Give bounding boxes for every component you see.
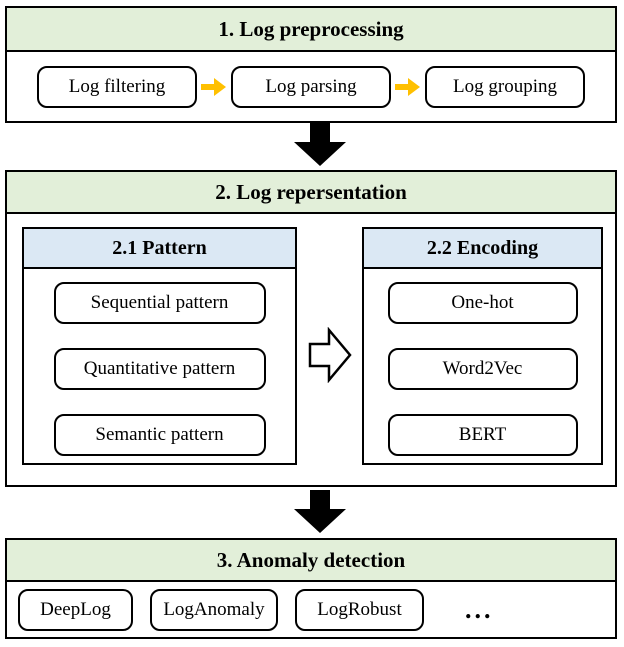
- stage-header-log-representation: 2. Log repersentation: [7, 172, 615, 214]
- node-label: Word2Vec: [442, 358, 523, 379]
- node-label: One-hot: [451, 292, 514, 313]
- encoding-items: One-hot Word2Vec BERT: [364, 269, 601, 456]
- node-label: Log parsing: [265, 75, 357, 97]
- node-label: Semantic pattern: [95, 424, 224, 445]
- yellow-right-arrow-icon: [391, 76, 425, 98]
- node-log-grouping: Log grouping: [425, 65, 585, 108]
- node-one-hot: One-hot: [387, 282, 578, 324]
- stage-title: 3. Anomaly detection: [216, 547, 406, 572]
- node-word2vec: Word2Vec: [387, 348, 578, 390]
- subbox-title: 2.2 Encoding: [426, 236, 539, 259]
- black-down-arrow-icon: [293, 123, 347, 167]
- ellipsis-more-label: ...: [465, 594, 494, 624]
- subbox-title: 2.1 Pattern: [112, 236, 207, 259]
- node-label: Sequential pattern: [90, 292, 229, 313]
- detection-models-row: DeepLog LogAnomaly LogRobust ...: [7, 582, 615, 637]
- subbox-pattern: 2.1 Pattern Sequential pattern Quantitat…: [22, 227, 297, 465]
- node-label: LogRobust: [317, 598, 402, 620]
- subbox-header-pattern: 2.1 Pattern: [24, 229, 295, 269]
- node-label: LogAnomaly: [163, 598, 265, 620]
- subbox-header-encoding: 2.2 Encoding: [364, 229, 601, 269]
- node-label: BERT: [458, 424, 507, 445]
- node-label: DeepLog: [40, 598, 111, 620]
- subbox-encoding: 2.2 Encoding One-hot Word2Vec BERT: [362, 227, 603, 465]
- hollow-right-arrow-icon: [308, 326, 352, 384]
- node-semantic-pattern: Semantic pattern: [53, 414, 266, 456]
- black-down-arrow-icon: [293, 490, 347, 534]
- node-sequential-pattern: Sequential pattern: [53, 282, 266, 324]
- representation-content: 2.1 Pattern Sequential pattern Quantitat…: [7, 214, 615, 485]
- node-label: Log filtering: [68, 75, 166, 97]
- stage-box-log-representation: 2. Log repersentation 2.1 Pattern Sequen…: [5, 170, 617, 487]
- node-log-parsing: Log parsing: [231, 65, 391, 108]
- stage-box-anomaly-detection: 3. Anomaly detection DeepLog LogAnomaly …: [5, 538, 617, 639]
- stage-title: 1. Log preprocessing: [218, 16, 404, 41]
- node-label: Log grouping: [453, 75, 557, 97]
- pattern-items: Sequential pattern Quantitative pattern …: [24, 269, 295, 456]
- stage-header-log-preprocessing: 1. Log preprocessing: [7, 8, 615, 52]
- node-label: Quantitative pattern: [83, 358, 236, 379]
- node-deeplog: DeepLog: [18, 588, 133, 631]
- node-bert: BERT: [387, 414, 578, 456]
- stage-header-anomaly-detection: 3. Anomaly detection: [7, 540, 615, 582]
- preprocessing-steps-row: Log filtering Log parsing Log grouping: [7, 52, 615, 121]
- stage-box-log-preprocessing: 1. Log preprocessing Log filtering Log p…: [5, 6, 617, 123]
- stage-title: 2. Log repersentation: [215, 179, 407, 204]
- node-loganomaly: LogAnomaly: [150, 588, 278, 631]
- node-logrobust: LogRobust: [295, 588, 424, 631]
- node-quantitative-pattern: Quantitative pattern: [53, 348, 266, 390]
- yellow-right-arrow-icon: [197, 76, 231, 98]
- node-log-filtering: Log filtering: [37, 65, 197, 108]
